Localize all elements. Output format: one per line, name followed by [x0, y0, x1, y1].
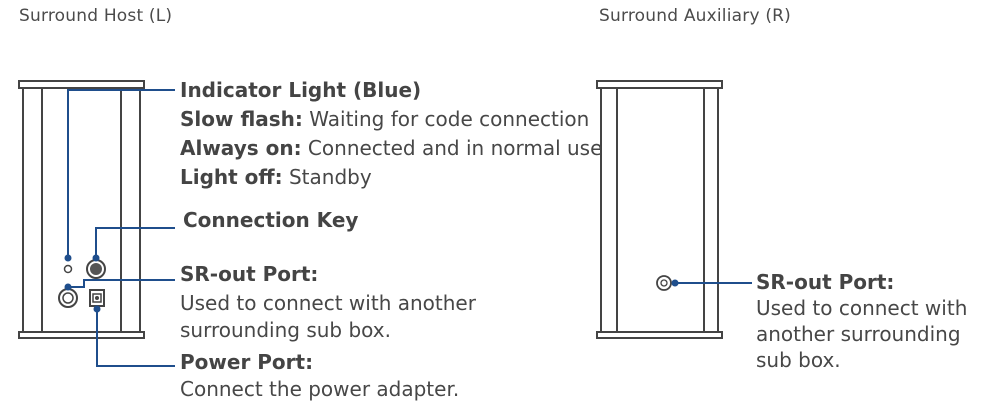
power-line-1: Connect the power adapter.	[180, 377, 460, 401]
indicator-line-always-on: Always on: Connected and in normal use	[180, 136, 602, 160]
light-off-text: Standby	[282, 165, 372, 189]
host-sr-out-line-2: surrounding sub box.	[180, 318, 391, 342]
host-sr-out-port	[58, 288, 78, 308]
indicator-leader	[64, 89, 175, 262]
indicator-line-light-off: Light off: Standby	[180, 165, 372, 189]
connection-key-heading: Connection Key	[183, 208, 359, 232]
aux-sr-out-line-1: Used to connect with	[756, 296, 968, 320]
power-leader	[93, 305, 175, 367]
indicator-light	[63, 264, 73, 274]
slow-flash-text: Waiting for code connection	[302, 107, 590, 131]
host-title: Surround Host (L)	[19, 6, 173, 26]
auxiliary-speaker-box	[596, 80, 723, 339]
connection-key-button	[86, 259, 106, 279]
host-sr-out-line-1: Used to connect with another	[180, 291, 476, 315]
aux-sr-out-line-3: sub box.	[756, 348, 841, 372]
aux-sr-out-heading: SR-out Port:	[756, 270, 895, 294]
light-off-label: Light off:	[180, 165, 283, 189]
host-sr-out-heading: SR-out Port:	[180, 262, 319, 286]
power-port	[89, 289, 105, 307]
aux-sr-out-line-2: another surrounding	[756, 322, 961, 346]
always-on-text: Connected and in normal use	[301, 136, 603, 160]
host-sr-out-leader	[64, 279, 175, 291]
slow-flash-label: Slow flash:	[180, 107, 303, 131]
indicator-heading: Indicator Light (Blue)	[180, 78, 422, 102]
connection-key-leader	[92, 227, 175, 262]
host-speaker-box	[18, 80, 145, 339]
aux-sr-out-port	[656, 275, 672, 291]
power-heading: Power Port:	[180, 350, 314, 374]
always-on-label: Always on:	[180, 136, 302, 160]
aux-sr-out-leader	[671, 279, 752, 287]
auxiliary-title: Surround Auxiliary (R)	[599, 6, 791, 26]
indicator-line-slow-flash: Slow flash: Waiting for code connection	[180, 107, 589, 131]
